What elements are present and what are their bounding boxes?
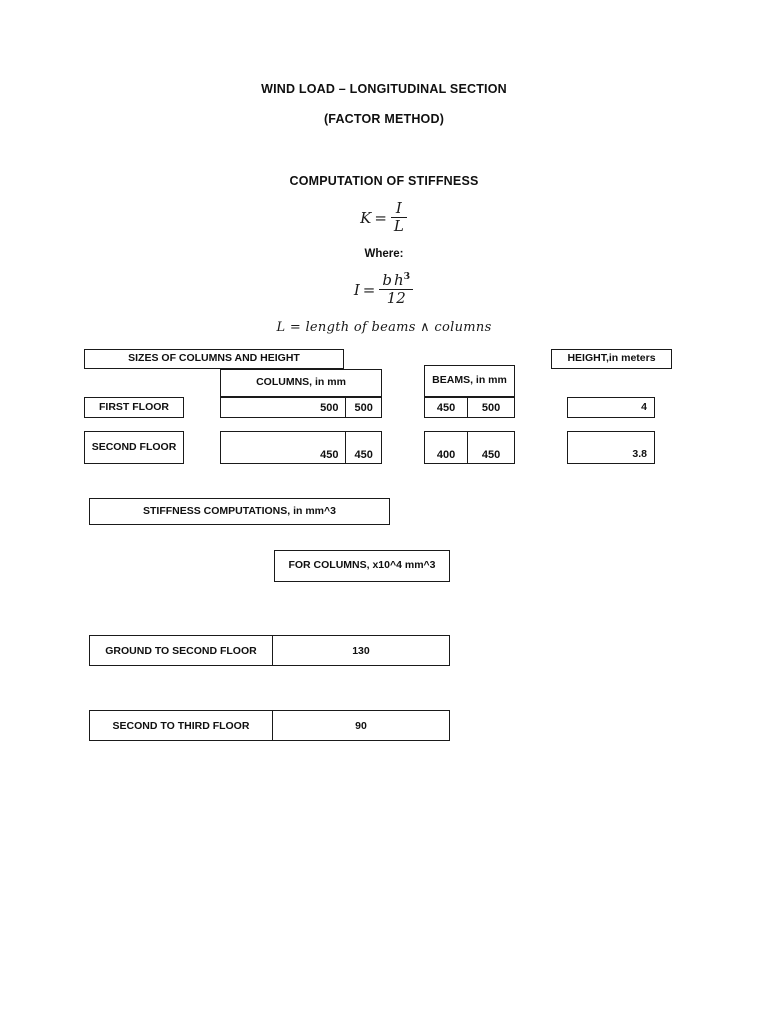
beams-values-first-floor: 450 500: [424, 397, 515, 418]
beams-values-second-floor: 400 450: [424, 431, 515, 464]
header-height-in-meters: HEIGHT,in meters: [551, 349, 672, 369]
formula-stiffness-fraction: I L: [390, 199, 407, 236]
formula-inertia-exponent: 3: [403, 271, 411, 282]
section-title: COMPUTATION OF STIFFNESS: [289, 174, 479, 188]
header-for-columns: FOR COLUMNS, x10^4 mm^3: [274, 550, 450, 582]
column-b-first-floor: 500: [320, 401, 339, 414]
formula-stiffness-lhs: K: [360, 208, 372, 227]
stiffness-row-ground-to-second: GROUND TO SECOND FLOOR 130: [89, 635, 450, 666]
formula-inertia-equals: =: [362, 280, 376, 299]
header-stiffness-computations: STIFFNESS COMPUTATIONS, in mm^3: [89, 498, 390, 525]
formula-inertia-h: h: [393, 271, 404, 289]
header-beams-in-mm: BEAMS, in mm: [424, 365, 515, 397]
row-label-second-floor: SECOND FLOOR: [84, 431, 184, 464]
stiffness-value-second-to-third: 90: [271, 711, 449, 740]
formula-inertia-b: b: [382, 271, 392, 289]
formula-stiffness-denominator: L: [393, 217, 404, 236]
beam-b-first-floor: 450: [436, 401, 456, 414]
column-b-second-floor: 450: [320, 449, 339, 461]
stiffness-label-ground-to-second: GROUND TO SECOND FLOOR: [105, 644, 257, 657]
column-h-second-floor: 450: [345, 432, 381, 463]
beam-b-second-floor: 400: [436, 449, 456, 461]
page-title: WIND LOAD – LONGITUDINAL SECTION: [261, 82, 507, 96]
stiffness-label-second-to-third: SECOND TO THIRD FLOOR: [112, 719, 250, 732]
header-columns-in-mm: COLUMNS, in mm: [220, 369, 382, 397]
beam-h-first-floor: 500: [467, 398, 514, 417]
stiffness-row-second-to-third: SECOND TO THIRD FLOOR 90: [89, 710, 450, 741]
page-subtitle: (FACTOR METHOD): [323, 112, 445, 126]
columns-values-first-floor: 500 500: [220, 397, 382, 418]
beam-h-second-floor: 450: [467, 432, 514, 463]
columns-values-second-floor: 450 450: [220, 431, 382, 464]
formula-inertia-denominator: 12: [386, 289, 406, 308]
formula-stiffness-numerator: I: [390, 199, 407, 219]
height-value-second-floor: 3.8: [567, 431, 655, 464]
where-label: Where:: [364, 248, 404, 260]
formula-stiffness-equals: =: [374, 208, 387, 227]
column-h-first-floor: 500: [345, 398, 381, 417]
stiffness-value-ground-to-second: 130: [271, 636, 449, 665]
height-value-first-floor: 4: [567, 397, 655, 418]
formula-length-definition: L = length of beams ∧ columns: [276, 320, 492, 335]
header-sizes-of-columns-and-height: SIZES OF COLUMNS AND HEIGHT: [84, 349, 344, 369]
formula-stiffness: K = I L: [0, 199, 768, 236]
formula-inertia-lhs: I: [353, 280, 360, 299]
row-label-first-floor: FIRST FLOOR: [84, 397, 184, 418]
